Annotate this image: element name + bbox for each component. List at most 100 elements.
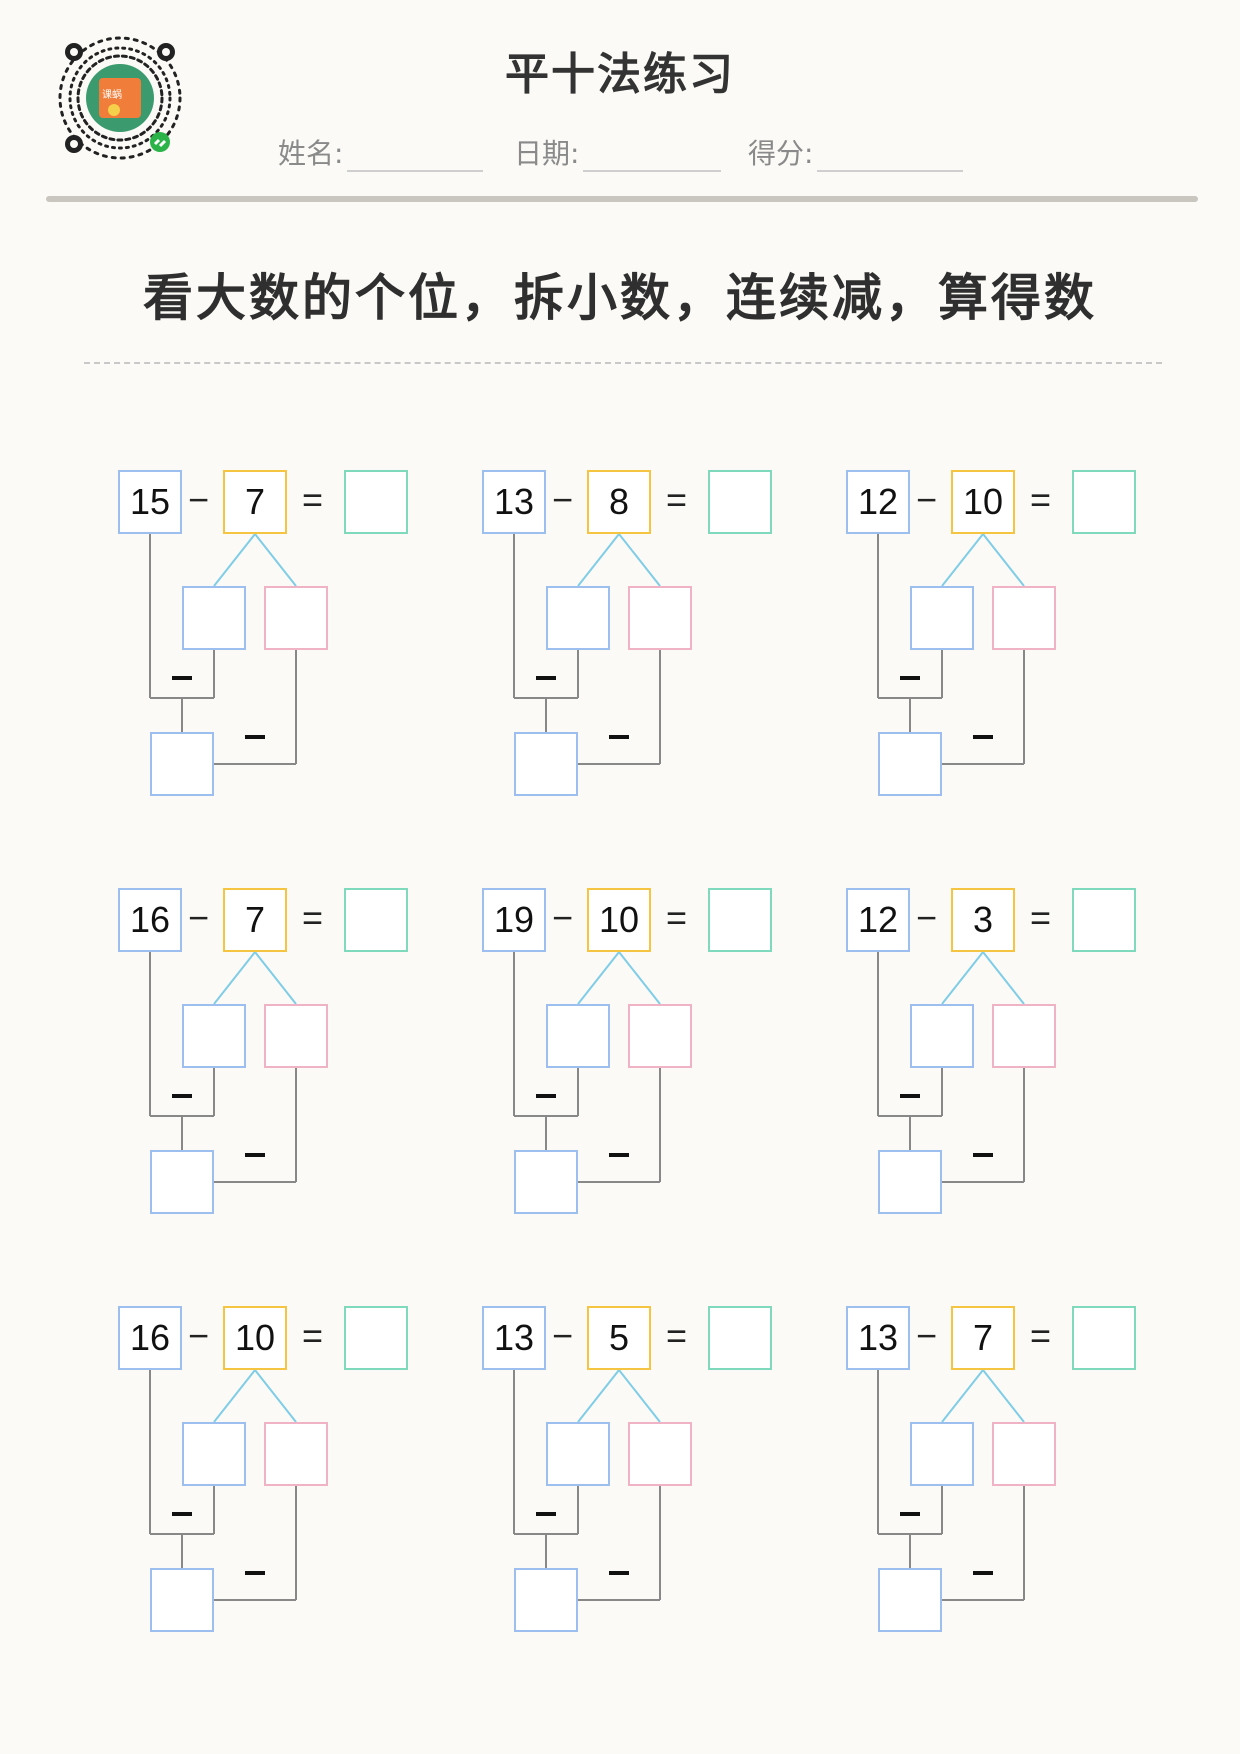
subtrahend-box: 7 [951, 1306, 1015, 1370]
equals-sign: = [1030, 479, 1052, 520]
split-line-left [213, 533, 256, 587]
problem-2: 13−8= [482, 470, 812, 800]
split-part-left-box[interactable] [910, 1422, 974, 1486]
equals-sign: = [666, 897, 688, 938]
score-label: 得分: [748, 137, 814, 170]
step-minus-2 [245, 1153, 265, 1157]
split-part-right-box[interactable] [628, 586, 692, 650]
split-line-left [941, 533, 984, 587]
answer-box[interactable] [1072, 888, 1136, 952]
intermediate-result-box[interactable] [514, 732, 578, 796]
split-part-left-box[interactable] [910, 586, 974, 650]
minus-sign: − [552, 897, 574, 938]
split-line-right [982, 1369, 1025, 1423]
equals-sign: = [302, 1315, 324, 1356]
dashed-separator [84, 362, 1162, 364]
answer-box[interactable] [708, 888, 772, 952]
connector-lines [877, 1369, 1025, 1601]
subtrahend-box: 10 [951, 470, 1015, 534]
problem-9: 13−7= [846, 1306, 1176, 1636]
step-minus-2 [609, 1153, 629, 1157]
intermediate-result-box[interactable] [514, 1568, 578, 1632]
step-minus-2 [245, 735, 265, 739]
connector-lines [513, 1369, 661, 1601]
score-field[interactable]: 得分: [748, 132, 964, 172]
minuend-box: 16 [118, 888, 182, 952]
intermediate-result-box[interactable] [150, 1568, 214, 1632]
instruction-text: 看大数的个位，拆小数，连续减，算得数 [143, 269, 1097, 327]
split-part-right-box[interactable] [264, 1004, 328, 1068]
step-minus-1 [172, 1512, 192, 1516]
answer-box[interactable] [708, 1306, 772, 1370]
split-part-left-box[interactable] [910, 1004, 974, 1068]
split-line-left [213, 951, 256, 1005]
minuend-box: 12 [846, 470, 910, 534]
step-minus-2 [973, 1153, 993, 1157]
step-minus-2 [973, 1571, 993, 1575]
qr-code: 课蜗 [52, 30, 188, 166]
split-line-left [213, 1369, 256, 1423]
answer-box[interactable] [344, 470, 408, 534]
name-blank[interactable] [347, 140, 484, 172]
minuend-box: 13 [482, 1306, 546, 1370]
problem-8: 13−5= [482, 1306, 812, 1636]
minuend-box: 16 [118, 1306, 182, 1370]
split-part-left-box[interactable] [182, 1422, 246, 1486]
split-line-left [577, 1369, 620, 1423]
split-part-left-box[interactable] [182, 586, 246, 650]
step-minus-1 [900, 1512, 920, 1516]
step-minus-1 [536, 1094, 556, 1098]
minuend-box: 15 [118, 470, 182, 534]
split-part-right-box[interactable] [992, 586, 1056, 650]
answer-box[interactable] [1072, 470, 1136, 534]
minus-sign: − [916, 897, 938, 938]
intermediate-result-box[interactable] [150, 1150, 214, 1214]
step-minus-1 [172, 676, 192, 680]
connector-lines [513, 533, 661, 765]
subtrahend-box: 10 [587, 888, 651, 952]
split-part-left-box[interactable] [546, 1004, 610, 1068]
split-part-right-box[interactable] [264, 586, 328, 650]
split-part-left-box[interactable] [546, 586, 610, 650]
split-part-right-box[interactable] [992, 1422, 1056, 1486]
step-minus-2 [973, 735, 993, 739]
problem-4: 16−7= [118, 888, 448, 1218]
intermediate-result-box[interactable] [514, 1150, 578, 1214]
name-field[interactable]: 姓名: [278, 132, 484, 172]
minuend-box: 13 [846, 1306, 910, 1370]
split-part-left-box[interactable] [546, 1422, 610, 1486]
answer-box[interactable] [344, 888, 408, 952]
qr-logo-text: 课蜗 [102, 90, 122, 101]
split-part-right-box[interactable] [628, 1004, 692, 1068]
minus-sign: − [188, 1315, 210, 1356]
problem-3: 12−10= [846, 470, 1176, 800]
name-label: 姓名: [278, 137, 344, 170]
answer-box[interactable] [708, 470, 772, 534]
split-part-right-box[interactable] [264, 1422, 328, 1486]
connector-lines [149, 533, 297, 765]
intermediate-result-box[interactable] [150, 732, 214, 796]
intermediate-result-box[interactable] [878, 1150, 942, 1214]
connector-lines [149, 951, 297, 1183]
subtrahend-box: 7 [223, 888, 287, 952]
header-divider [46, 196, 1198, 202]
equals-sign: = [302, 479, 324, 520]
split-part-right-box[interactable] [992, 1004, 1056, 1068]
connector-lines [149, 1369, 297, 1601]
connector-lines [877, 951, 1025, 1183]
answer-box[interactable] [1072, 1306, 1136, 1370]
date-field[interactable]: 日期: [514, 132, 722, 172]
split-line-right [982, 951, 1025, 1005]
subtrahend-box: 3 [951, 888, 1015, 952]
date-blank[interactable] [583, 140, 722, 172]
split-part-right-box[interactable] [628, 1422, 692, 1486]
minus-sign: − [916, 1315, 938, 1356]
minuend-box: 13 [482, 470, 546, 534]
problem-1: 15−7= [118, 470, 448, 800]
score-blank[interactable] [817, 140, 964, 172]
intermediate-result-box[interactable] [878, 1568, 942, 1632]
split-line-right [618, 533, 661, 587]
split-part-left-box[interactable] [182, 1004, 246, 1068]
answer-box[interactable] [344, 1306, 408, 1370]
intermediate-result-box[interactable] [878, 732, 942, 796]
